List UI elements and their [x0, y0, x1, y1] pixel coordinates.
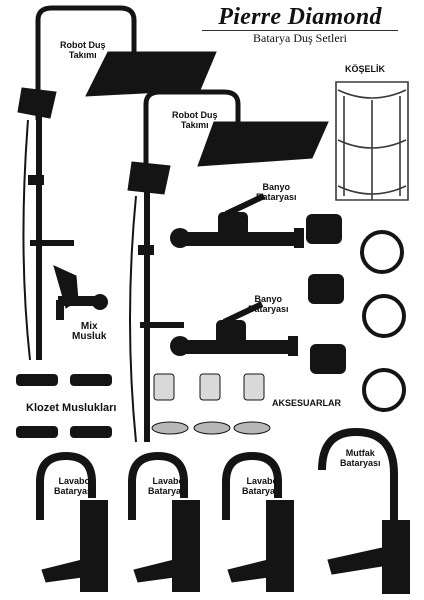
- label-kitchen-mixer: Mutfak Bataryası: [340, 448, 381, 468]
- brand-subtitle: Batarya Duş Setleri: [253, 31, 347, 45]
- robot-shower-set-2: [127, 89, 329, 443]
- label-bath-mixer-2: Banyo Bataryası: [248, 294, 289, 314]
- brand-title: Pierre Diamond: [218, 4, 382, 30]
- bath-mixer-1: [170, 193, 304, 248]
- label-robot-shower-1: Robot Duş Takımı: [60, 40, 106, 60]
- mix-faucet: [53, 265, 108, 320]
- basin-mixer-1: [36, 451, 108, 592]
- label-toilet-valves: Klozet Muslukları: [26, 402, 117, 414]
- label-basin-mixer-1: Lavabo Bataryası: [54, 476, 95, 496]
- label-koselik: KÖŞELİK: [345, 64, 386, 74]
- robot-shower-set-1: [17, 5, 217, 361]
- brand-underline: [202, 30, 398, 31]
- toilet-valves: [16, 374, 112, 438]
- label-mix-faucet: Mix Musluk: [72, 321, 107, 342]
- label-bath-mixer-1: Banyo Bataryası: [256, 182, 297, 202]
- kitchen-mixer: [318, 427, 410, 594]
- bath-accessories: [151, 373, 271, 435]
- bath-mixer-2: [170, 301, 298, 356]
- label-basin-mixer-3: Lavabo Bataryası: [242, 476, 283, 496]
- label-accessories: AKSESUARLAR: [272, 398, 342, 408]
- corner-shelf: [335, 81, 409, 201]
- basin-mixer-3: [222, 451, 294, 592]
- basin-mixer-2: [128, 451, 200, 592]
- label-basin-mixer-2: Lavabo Bataryası: [148, 476, 189, 496]
- towel-accessories: [306, 214, 406, 412]
- label-robot-shower-2: Robot Duş Takımı: [172, 110, 218, 130]
